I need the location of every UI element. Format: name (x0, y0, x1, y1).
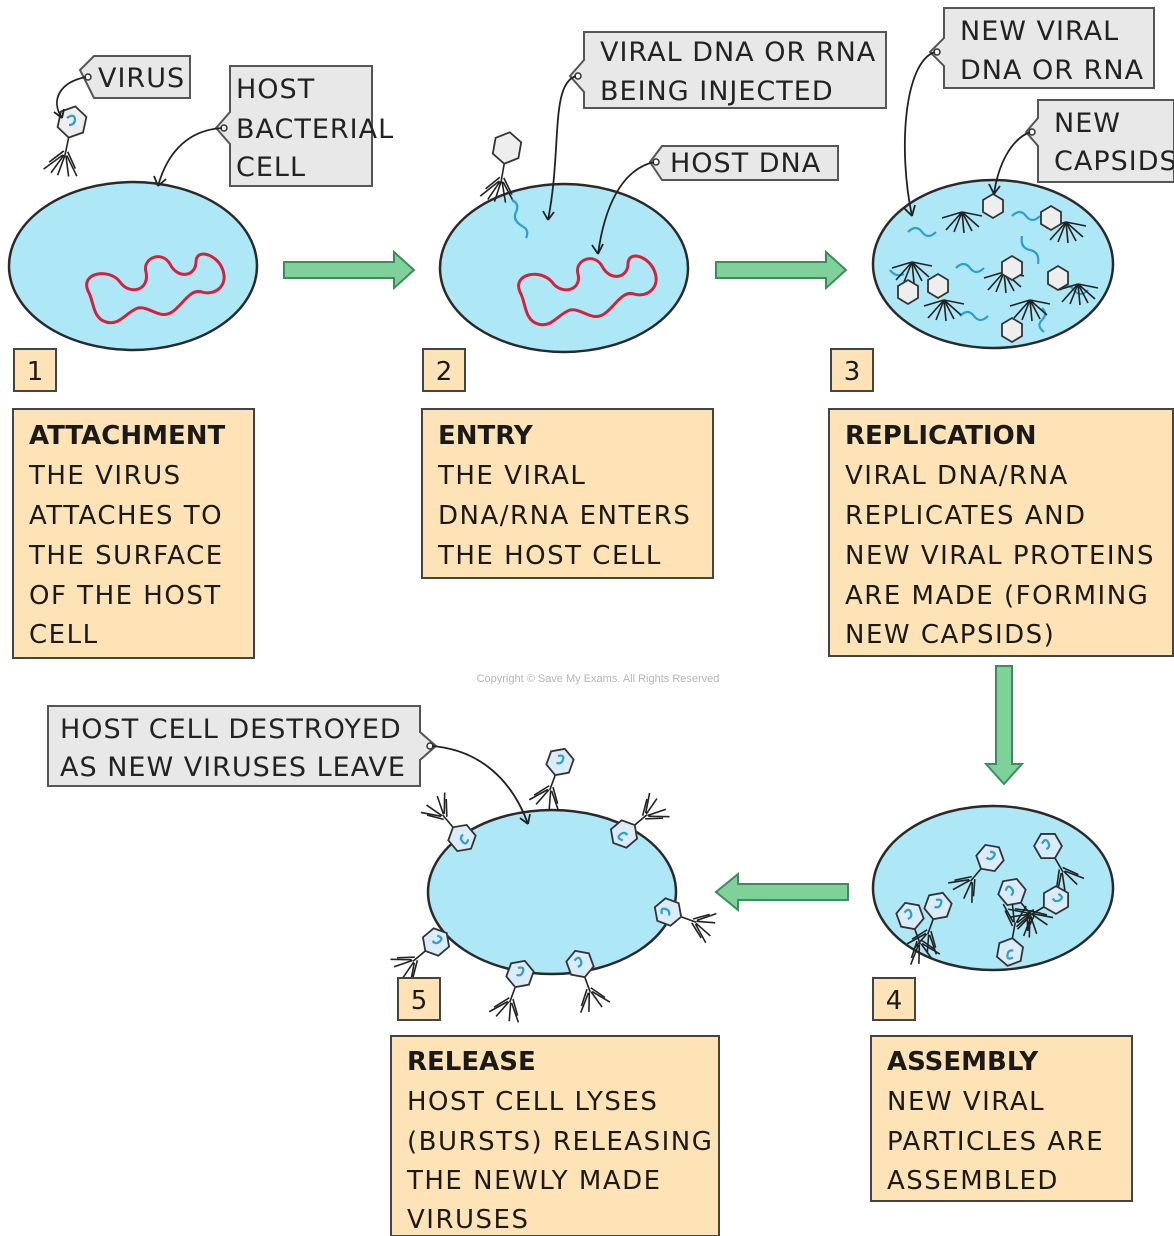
callout-new-dna-line-2: DNA OR RNA (960, 55, 1144, 86)
stage-3-line-4: ARE MADE (FORMING (845, 581, 1149, 611)
stage-4-line-3: ASSEMBLED (887, 1166, 1059, 1196)
callout-host-bacterial-cell: HOST BACTERIAL CELL (153, 65, 394, 187)
host-dna-1 (85, 252, 226, 325)
stage-4-description: ASSEMBLY NEW VIRAL PARTICLES ARE ASSEMBL… (870, 1035, 1133, 1202)
stage-1-line-3: THE SURFACE (28, 541, 224, 571)
stage-4-number: 4 (886, 986, 903, 1016)
stage-3-description: REPLICATION VIRAL DNA/RNA REPLICATES AND… (828, 408, 1174, 657)
stage-3-line-1: VIRAL DNA/RNA (845, 461, 1069, 491)
stage-2-line-3: THE HOST CELL (437, 541, 662, 571)
stage-5-title: RELEASE (407, 1047, 536, 1077)
stage-3-line-2: REPLICATES AND (845, 501, 1087, 531)
callout-viral-injected-line-1: VIRAL DNA OR RNA (600, 37, 876, 68)
stage-2-line-1: THE VIRAL (437, 461, 586, 491)
stage-5-line-2: (BURSTS) RELEASING (407, 1127, 713, 1157)
callout-viral-injected-line-2: BEING INJECTED (600, 76, 834, 107)
stage-1-line-4: OF THE HOST (29, 581, 222, 611)
stage-3-number-box: 3 (830, 348, 874, 392)
callout-host-line-2: BACTERIAL (236, 114, 394, 145)
host-cell-2 (438, 182, 690, 354)
callout-new-capsids: NEW CAPSIDS (988, 99, 1174, 195)
arrow-stage-2-to-3 (715, 249, 848, 291)
stage-5-number-box: 5 (397, 977, 441, 1021)
stage-2-line-2: DNA/RNA ENTERS (438, 501, 691, 531)
stage-1-number-box: 1 (13, 348, 57, 392)
stage-3-number: 3 (844, 357, 861, 387)
stage-5-description: RELEASE HOST CELL LYSES (BURSTS) RELEASI… (390, 1035, 720, 1236)
callout-new-dna-line-1: NEW VIRAL (960, 16, 1119, 47)
injected-viral-dna (511, 199, 529, 239)
stage-3-line-3: NEW VIRAL PROTEINS (845, 541, 1155, 571)
callout-capsids-line-1: NEW (1054, 108, 1121, 139)
stage-5-line-3: THE NEWLY MADE (406, 1166, 662, 1196)
callout-host-dna-text: HOST DNA (670, 148, 821, 179)
host-dna-2 (517, 254, 658, 327)
stage-4-assembly-illustration (871, 804, 1115, 972)
stage-1-line-2: ATTACHES TO (29, 501, 223, 531)
callout-virus-text: VIRUS (98, 63, 185, 94)
stage-4-number-box: 4 (872, 977, 916, 1021)
copyright-notice: Copyright © Save My Exams. All Rights Re… (477, 673, 720, 685)
stage-4-line-2: PARTICLES ARE (887, 1127, 1104, 1157)
stage-2-title: ENTRY (438, 421, 534, 451)
stage-1-line-5: CELL (29, 620, 99, 650)
stage-1-description: ATTACHMENT THE VIRUS ATTACHES TO THE SUR… (12, 408, 255, 659)
stage-2-number: 2 (436, 357, 453, 387)
host-cell-1 (7, 180, 259, 352)
arrow-stage-1-to-2 (283, 249, 416, 291)
callout-virus: VIRUS (53, 55, 191, 119)
stage-5-line-4: VIRUSES (407, 1205, 530, 1235)
stage-2-entry-illustration (438, 128, 690, 354)
stage-3-replication-illustration (871, 178, 1115, 350)
arrow-stage-3-to-4 (983, 665, 1025, 786)
stage-5-number: 5 (411, 986, 428, 1016)
callout-new-viral-dna: NEW VIRAL DNA OR RNA (903, 7, 1155, 217)
stage-2-description: ENTRY THE VIRAL DNA/RNA ENTERS THE HOST … (421, 408, 714, 579)
stage-1-line-1: THE VIRUS (28, 461, 182, 491)
callout-host-line-1: HOST (236, 74, 315, 105)
arrow-stage-4-to-5 (714, 871, 849, 913)
stage-3-title: REPLICATION (845, 421, 1037, 451)
callout-capsids-line-2: CAPSIDS (1054, 146, 1174, 177)
stage-3-line-5: NEW CAPSIDS) (845, 620, 1055, 650)
stage-4-line-1: NEW VIRAL (887, 1087, 1045, 1117)
callout-host-dna: HOST DNA (591, 145, 839, 255)
host-cell-4 (871, 804, 1115, 972)
callout-destroyed-line-2: AS NEW VIRUSES LEAVE (60, 752, 406, 783)
host-cell-5 (426, 808, 678, 976)
stage-5-release-illustration (387, 742, 720, 1026)
stage-2-number-box: 2 (422, 348, 466, 392)
stage-5-line-1: HOST CELL LYSES (407, 1087, 658, 1117)
stage-1-number: 1 (27, 357, 44, 387)
callout-host-destroyed: HOST CELL DESTROYED AS NEW VIRUSES LEAVE (47, 705, 531, 825)
stage-1-title: ATTACHMENT (29, 421, 226, 451)
stage-4-title: ASSEMBLY (887, 1047, 1039, 1077)
stage-1-attachment-illustration (7, 101, 259, 352)
callout-destroyed-line-1: HOST CELL DESTROYED (60, 714, 402, 745)
callout-viral-dna-injected: VIRAL DNA OR RNA BEING INJECTED (542, 31, 887, 221)
callout-host-line-3: CELL (236, 152, 306, 183)
